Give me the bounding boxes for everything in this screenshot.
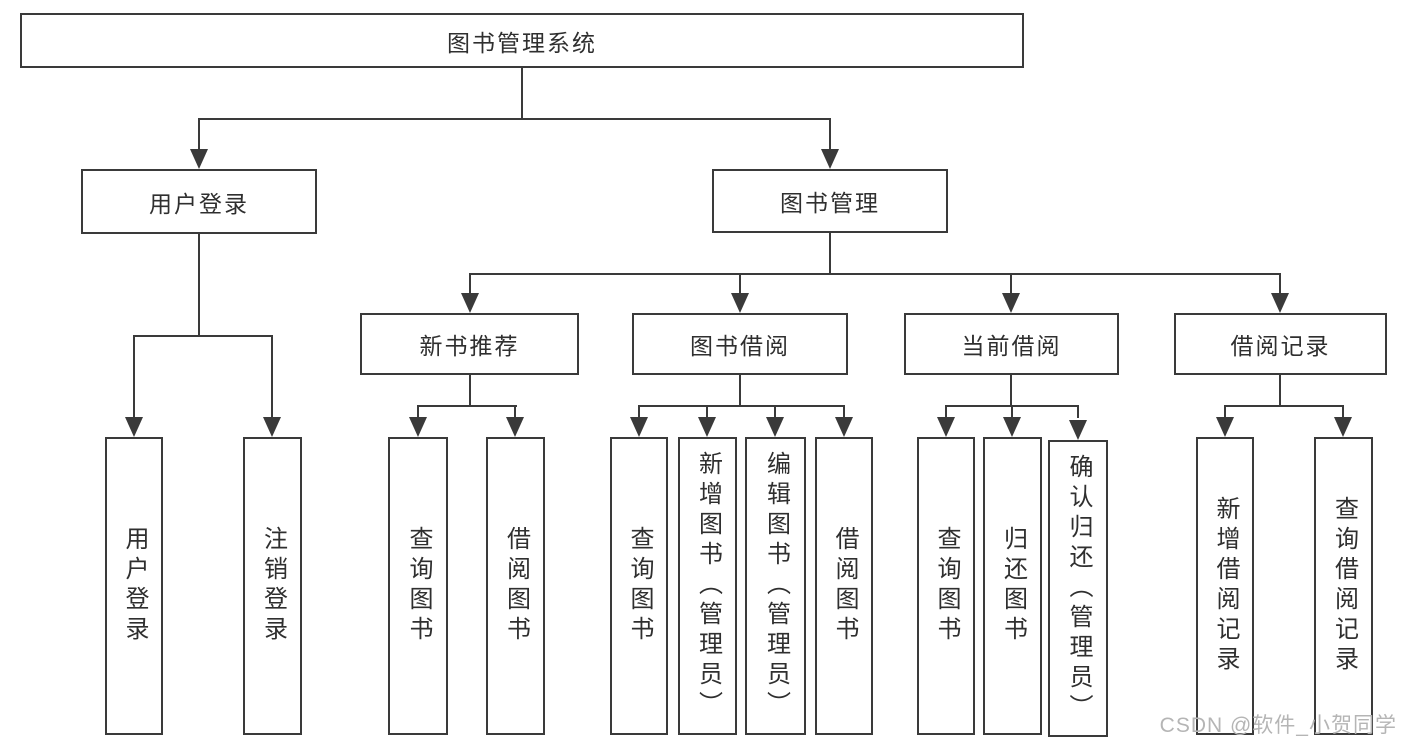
edge-line bbox=[198, 120, 200, 151]
leaf-return-books-label: 归还图书 bbox=[999, 526, 1027, 646]
edge-line bbox=[1010, 275, 1012, 294]
leaf-add-book-admin: 新增图书（管理员） bbox=[678, 437, 737, 735]
edge-line bbox=[1011, 407, 1013, 418]
edge-line bbox=[1279, 275, 1281, 294]
node-root-label: 图书管理系统 bbox=[447, 29, 597, 56]
edge-line bbox=[739, 375, 741, 407]
arrowhead-down-icon bbox=[937, 417, 955, 437]
edge-line bbox=[945, 407, 947, 418]
edge-line bbox=[514, 407, 516, 418]
leaf-add-borrow-record: 新增借阅记录 bbox=[1196, 437, 1254, 735]
arrowhead-down-icon bbox=[1002, 293, 1020, 313]
leaf-borrow-books-borrow-label: 借阅图书 bbox=[831, 526, 858, 646]
arrowhead-down-icon bbox=[1334, 417, 1352, 437]
leaf-query-books-borrow: 查询图书 bbox=[610, 437, 668, 735]
edge-line bbox=[1077, 407, 1079, 418]
leaf-add-borrow-record-label: 新增借阅记录 bbox=[1212, 496, 1239, 676]
leaf-query-borrow-record: 查询借阅记录 bbox=[1314, 437, 1373, 735]
edge-line bbox=[417, 407, 419, 418]
leaf-return-books: 归还图书 bbox=[983, 437, 1042, 735]
edge-line bbox=[469, 375, 471, 407]
node-book-management: 图书管理 bbox=[712, 169, 948, 233]
leaf-confirm-return-admin: 确认归还（管理员） bbox=[1048, 440, 1108, 737]
edge-line bbox=[1342, 407, 1344, 418]
leaf-query-books-newbook-label: 查询图书 bbox=[405, 526, 432, 646]
arrowhead-down-icon bbox=[1216, 417, 1234, 437]
leaf-query-borrow-record-label: 查询借阅记录 bbox=[1330, 496, 1358, 676]
arrowhead-down-icon bbox=[821, 149, 839, 169]
arrowhead-down-icon bbox=[1271, 293, 1289, 313]
arrowhead-down-icon bbox=[190, 149, 208, 169]
edge-line bbox=[469, 275, 471, 294]
arrowhead-down-icon bbox=[461, 293, 479, 313]
edge-line bbox=[133, 335, 273, 337]
edge-line bbox=[945, 405, 1079, 407]
arrowhead-down-icon bbox=[263, 417, 281, 437]
edge-line bbox=[133, 337, 135, 418]
leaf-confirm-return-admin-label: 确认归还（管理员） bbox=[1065, 453, 1092, 724]
edge-line bbox=[829, 233, 831, 275]
node-new-book-recommend-label: 新书推荐 bbox=[419, 333, 520, 359]
arrowhead-down-icon bbox=[506, 417, 524, 437]
arrowhead-down-icon bbox=[409, 417, 427, 437]
leaf-edit-book-admin: 编辑图书（管理员） bbox=[745, 437, 806, 735]
edge-line bbox=[1279, 375, 1281, 407]
arrowhead-down-icon bbox=[766, 417, 784, 437]
node-current-borrowing-label: 当前借阅 bbox=[961, 333, 1062, 359]
edge-line bbox=[1224, 407, 1226, 418]
edge-line bbox=[198, 234, 200, 337]
node-book-borrowing: 图书借阅 bbox=[632, 313, 848, 375]
node-new-book-recommend: 新书推荐 bbox=[360, 313, 579, 375]
arrowhead-down-icon bbox=[1069, 420, 1087, 440]
leaf-query-books-borrow-label: 查询图书 bbox=[626, 526, 653, 646]
node-borrowing-records: 借阅记录 bbox=[1174, 313, 1387, 375]
arrowhead-down-icon bbox=[630, 417, 648, 437]
edge-line bbox=[706, 407, 708, 418]
edge-line bbox=[638, 407, 640, 418]
leaf-query-books-newbook: 查询图书 bbox=[388, 437, 448, 735]
node-borrowing-records-label: 借阅记录 bbox=[1230, 333, 1331, 359]
arrowhead-down-icon bbox=[731, 293, 749, 313]
edge-line bbox=[198, 118, 831, 120]
leaf-borrow-books-borrow: 借阅图书 bbox=[815, 437, 873, 735]
edge-line bbox=[739, 275, 741, 294]
leaf-user-login: 用户登录 bbox=[105, 437, 163, 735]
edge-line bbox=[521, 68, 523, 120]
edge-line bbox=[829, 120, 831, 151]
node-book-borrowing-label: 图书借阅 bbox=[690, 333, 790, 359]
edge-line bbox=[271, 337, 273, 418]
csdn-watermark: CSDN @软件_小贺同学 bbox=[1159, 714, 1397, 737]
leaf-edit-book-admin-label: 编辑图书（管理员） bbox=[762, 451, 790, 721]
edge-line bbox=[774, 407, 776, 418]
edge-line bbox=[1224, 405, 1344, 407]
arrowhead-down-icon bbox=[1003, 417, 1021, 437]
edge-line bbox=[1010, 375, 1012, 407]
node-user-login-label: 用户登录 bbox=[149, 190, 249, 217]
leaf-logout: 注销登录 bbox=[243, 437, 302, 735]
arrowhead-down-icon bbox=[835, 417, 853, 437]
edge-line bbox=[843, 407, 845, 418]
leaf-borrow-books-newbook-label: 借阅图书 bbox=[502, 526, 530, 646]
node-current-borrowing: 当前借阅 bbox=[904, 313, 1119, 375]
edge-line bbox=[469, 273, 1281, 275]
arrowhead-down-icon bbox=[698, 417, 716, 437]
edge-line bbox=[417, 405, 517, 407]
leaf-add-book-admin-label: 新增图书（管理员） bbox=[694, 451, 722, 721]
node-root: 图书管理系统 bbox=[20, 13, 1024, 68]
node-book-management-label: 图书管理 bbox=[780, 190, 880, 216]
edge-line bbox=[638, 405, 845, 407]
leaf-borrow-books-newbook: 借阅图书 bbox=[486, 437, 545, 735]
node-user-login: 用户登录 bbox=[81, 169, 317, 234]
leaf-query-books-current-label: 查询图书 bbox=[933, 526, 960, 646]
leaf-query-books-current: 查询图书 bbox=[917, 437, 975, 735]
leaf-logout-label: 注销登录 bbox=[259, 526, 287, 646]
arrowhead-down-icon bbox=[125, 417, 143, 437]
leaf-user-login-label: 用户登录 bbox=[121, 526, 148, 646]
